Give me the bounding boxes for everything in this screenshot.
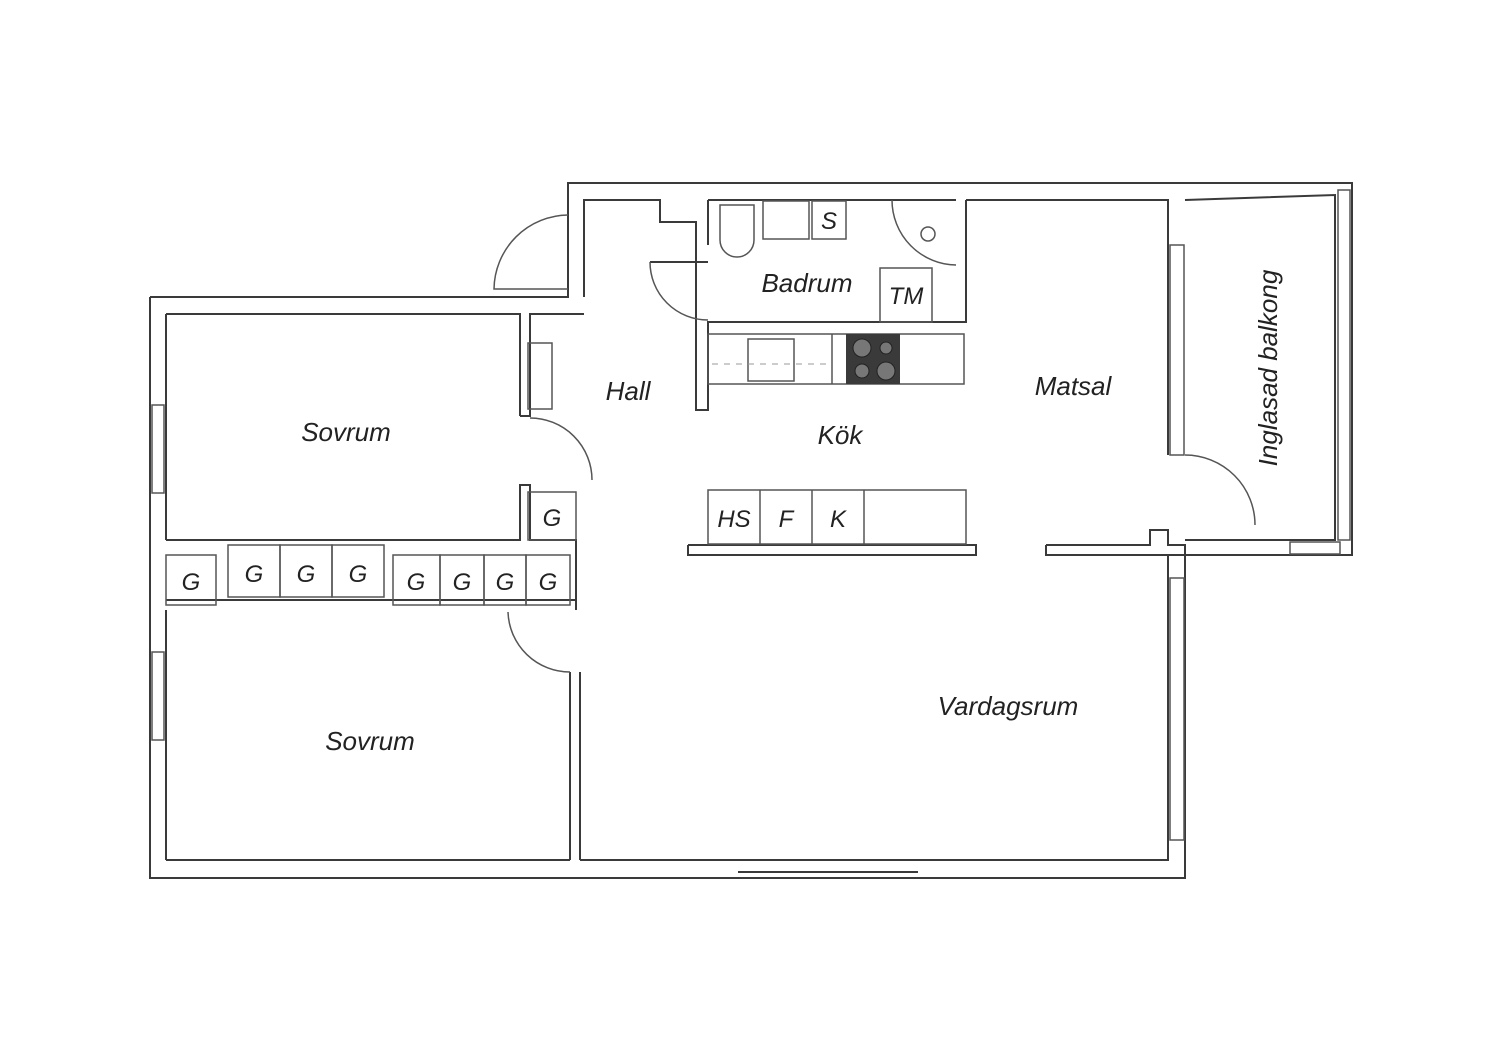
room-label-kok: Kök bbox=[818, 420, 865, 450]
wardrobe-label: G bbox=[349, 561, 368, 588]
windows bbox=[151, 189, 1351, 841]
fixture-label-k: K bbox=[830, 506, 847, 533]
wardrobe-label: G bbox=[182, 569, 201, 596]
room-label-vardagsrum: Vardagsrum bbox=[938, 691, 1079, 721]
kitchen-fixtures bbox=[707, 334, 967, 545]
toilet-icon bbox=[719, 204, 755, 258]
doors bbox=[493, 199, 1256, 673]
shower-icon bbox=[920, 226, 936, 242]
fixture-label-f: F bbox=[779, 506, 795, 533]
fixture-label-s: S bbox=[821, 208, 837, 235]
wardrobe-label: G bbox=[297, 561, 316, 588]
fixture-label-hs: HS bbox=[717, 506, 750, 533]
bathroom-fixtures bbox=[719, 200, 936, 323]
room-label-sovrum: Sovrum bbox=[301, 417, 391, 447]
room-label-badrum: Badrum bbox=[761, 268, 852, 298]
wardrobe-label: G bbox=[539, 569, 558, 596]
room-label-sovrum: Sovrum bbox=[325, 726, 415, 756]
wardrobe-label: G bbox=[407, 569, 426, 596]
wardrobe-label: G bbox=[245, 561, 264, 588]
outer-walls bbox=[149, 182, 1353, 879]
wardrobe-label: G bbox=[453, 569, 472, 596]
fixture-label-tm: TM bbox=[889, 283, 924, 310]
wardrobe-label: G bbox=[496, 569, 515, 596]
wardrobe-label: G bbox=[543, 505, 562, 532]
wardrobes bbox=[165, 491, 577, 606]
sink-icon bbox=[747, 338, 795, 382]
washbasin-icon bbox=[762, 200, 810, 240]
room-label-matsal: Matsal bbox=[1035, 371, 1113, 401]
room-label-balkong: Inglasad balkong bbox=[1253, 269, 1283, 466]
interior-walls bbox=[166, 200, 1186, 860]
room-label-hall: Hall bbox=[606, 376, 652, 406]
